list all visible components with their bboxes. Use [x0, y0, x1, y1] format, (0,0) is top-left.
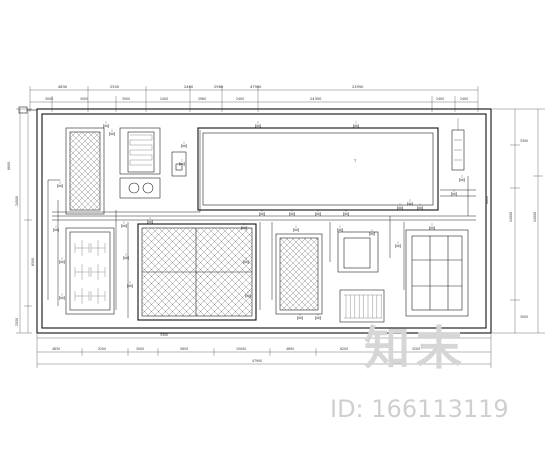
right-dim-4: 8600 — [485, 196, 489, 204]
right-dim-small: 3300 — [520, 139, 528, 143]
bottom-dim-4: 5650 — [180, 347, 188, 351]
small-unit — [171, 151, 187, 177]
top-dim-r2-8: 2400 — [460, 97, 468, 101]
top-dim-r2-6: 2400 — [236, 97, 244, 101]
left-dim-1: 8800 — [7, 162, 11, 170]
left-dim-4: 2550 — [15, 318, 19, 326]
tank-central-filter — [137, 223, 257, 321]
tank-large-top: T — [197, 127, 439, 211]
top-dimension-chain — [29, 86, 479, 112]
left-dim-3: 6500 — [31, 258, 35, 266]
bottom-dim-2: 5200 — [98, 347, 106, 351]
bottom-total-dim: 47900 — [252, 359, 262, 363]
bottom-inner-dim: 3300 — [160, 333, 168, 337]
top-dim-6: 24350 — [310, 97, 322, 101]
bottom-dim-6: 4690 — [286, 347, 294, 351]
top-dim-2: 2500 — [110, 85, 120, 89]
tank-right-bottom — [405, 229, 469, 317]
top-dimension-texts: 4830 2500 2460 2960 47900 24350 23950 30… — [45, 85, 468, 101]
tank-left-top — [65, 127, 105, 215]
right-instruments — [451, 118, 465, 171]
top-dim-r2-2: 3000 — [80, 97, 88, 101]
building-outline — [18, 106, 492, 334]
top-dim-r2-5: 2960 — [198, 97, 206, 101]
pipe-corridor — [47, 130, 476, 318]
top-dim-4: 2960 — [214, 85, 224, 89]
top-dim-r2-7: 2400 — [436, 97, 444, 101]
bottom-dim-3: 3000 — [136, 347, 144, 351]
top-dim-3: 2460 — [184, 85, 194, 89]
equipment-block-1 — [119, 127, 161, 175]
bottom-dimension-chain: 4830 5200 3000 5650 15000 4690 6200 3200… — [36, 333, 492, 368]
right-dim-3: 3000 — [520, 315, 528, 319]
valve-symbols — [53, 121, 465, 320]
top-dim-1: 4830 — [58, 85, 68, 89]
right-dim-2: 24000 — [533, 212, 537, 222]
top-dim-7: 23950 — [352, 85, 364, 89]
tank-mark: T — [353, 159, 357, 163]
top-dim-r2-4: 2400 — [160, 97, 168, 101]
equipment-pumps — [119, 177, 161, 199]
watermark-brand: 知末 — [364, 321, 468, 375]
tank-middle-right — [275, 233, 323, 315]
right-dim-1: 24000 — [509, 212, 513, 222]
bottom-dim-8: 3200 — [412, 347, 420, 351]
left-dim-2: 24000 — [15, 196, 19, 206]
unit-middle — [337, 231, 379, 273]
bottom-dim-5: 15000 — [236, 347, 246, 351]
top-dim-r2-1: 3000 — [45, 97, 53, 101]
bottom-dim-1: 4830 — [52, 347, 60, 351]
bottom-dim-7: 6200 — [340, 347, 348, 351]
top-dim-5: 47900 — [250, 85, 262, 89]
watermark-id: ID: 166113119 — [330, 395, 509, 423]
top-dim-r2-3: 3500 — [122, 97, 130, 101]
tank-left-bottom — [65, 227, 115, 315]
left-dimension-chain: 8800 24000 6500 2550 — [7, 108, 35, 334]
unit-radiator — [339, 289, 385, 323]
right-dimension-chain: 3300 24000 24000 3000 8600 — [485, 108, 545, 334]
